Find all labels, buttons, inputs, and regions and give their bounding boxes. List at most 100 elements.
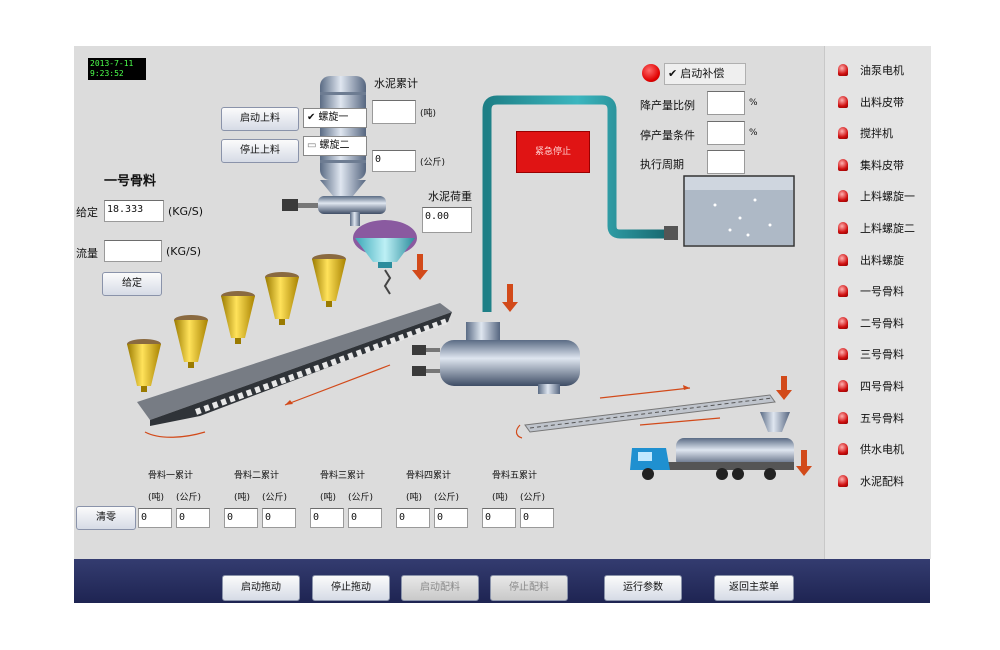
- bottom-button[interactable]: 启动拖动: [222, 575, 300, 601]
- status-item: 出料螺旋: [838, 250, 904, 270]
- ratio-unit: %: [749, 98, 758, 108]
- status-item: 四号骨料: [838, 376, 904, 396]
- checkmark-icon: ✔: [668, 67, 678, 80]
- status-item-label: 上料螺旋一: [860, 190, 915, 204]
- total-kg-unit: (公斤): [176, 493, 202, 503]
- screw1-checkbox[interactable]: ✔螺旋一: [303, 108, 367, 128]
- total-ton-unit: (吨): [148, 493, 165, 503]
- status-led-icon: [838, 348, 848, 361]
- total-ton-field[interactable]: 0: [310, 508, 344, 528]
- setpoint-label: 给定: [76, 206, 98, 219]
- start-feed-button[interactable]: 启动上料: [221, 107, 299, 131]
- status-led-icon: [838, 190, 848, 203]
- status-item-label: 出料螺旋: [860, 253, 904, 267]
- total-kg-field[interactable]: 0: [348, 508, 382, 528]
- status-item-label: 五号骨料: [860, 411, 904, 425]
- discharge-hopper: [760, 412, 790, 432]
- water-tank: [683, 175, 795, 247]
- status-led-icon: [838, 95, 848, 108]
- total-ton-field[interactable]: 0: [138, 508, 172, 528]
- screw-conveyor: [282, 196, 386, 226]
- total-ton-field[interactable]: 0: [224, 508, 258, 528]
- status-led-icon: [838, 380, 848, 392]
- period-field[interactable]: [707, 150, 745, 174]
- status-item-label: 三号骨料: [860, 348, 904, 362]
- status-item: 集料皮带: [838, 155, 904, 175]
- bottom-button[interactable]: 停止配料: [490, 575, 568, 601]
- cement-kg-unit: (公斤): [420, 158, 446, 168]
- bottom-button[interactable]: 返回主菜单: [714, 575, 794, 601]
- mixer-truck: [630, 438, 794, 480]
- bottom-button[interactable]: 停止拖动: [312, 575, 390, 601]
- total-ton-field[interactable]: 0: [482, 508, 516, 528]
- status-led-icon: [838, 285, 848, 298]
- weigh-hopper: [353, 220, 417, 268]
- clock-date: 2013-7-11: [90, 59, 134, 68]
- stop-feed-button[interactable]: 停止上料: [221, 139, 299, 163]
- cement-weight-field[interactable]: 0.00: [422, 207, 472, 233]
- bottom-button[interactable]: 启动配料: [401, 575, 479, 601]
- status-led-icon: [838, 316, 848, 329]
- apply-setpoint-button[interactable]: 给定: [102, 272, 162, 296]
- total-ton-field[interactable]: 0: [396, 508, 430, 528]
- mixer-tank: [412, 322, 580, 394]
- status-led-icon: [838, 64, 848, 76]
- status-item-label: 水泥配料: [860, 474, 904, 488]
- ratio-field[interactable]: [707, 91, 745, 115]
- screw2-checkbox[interactable]: ▭螺旋二: [303, 136, 367, 156]
- condition-label: 停产量条件: [640, 129, 695, 142]
- period-label: 执行周期: [640, 158, 684, 171]
- total-kg-field[interactable]: 0: [434, 508, 468, 528]
- bottom-button[interactable]: 运行参数: [604, 575, 682, 601]
- status-led-icon: [838, 158, 848, 171]
- total-kg-unit: (公斤): [348, 493, 374, 503]
- clear-totals-button[interactable]: 清零: [76, 506, 136, 530]
- water-pipe: [482, 95, 668, 312]
- clock-display: 2013-7-11 9:23:52: [88, 58, 146, 80]
- status-item-label: 集料皮带: [860, 158, 904, 172]
- total-group-title: 骨料三累计: [320, 471, 366, 481]
- compensation-checkbox[interactable]: ✔启动补偿: [664, 63, 746, 85]
- total-kg-field[interactable]: 0: [176, 508, 210, 528]
- total-ton-unit: (吨): [492, 493, 509, 503]
- cement-ton-field[interactable]: [372, 100, 416, 124]
- status-item: 出料皮带: [838, 92, 904, 112]
- status-item-label: 油泵电机: [860, 64, 904, 77]
- compensation-indicator-icon: [642, 64, 660, 82]
- cement-ton-unit: (吨): [420, 109, 437, 119]
- status-item: 五号骨料: [838, 408, 904, 428]
- cement-kg-field[interactable]: 0: [372, 150, 416, 172]
- status-item-label: 供水电机: [860, 443, 904, 457]
- flow-unit: (KG/S): [166, 245, 202, 258]
- total-ton-unit: (吨): [406, 493, 423, 503]
- flow-field[interactable]: [104, 240, 162, 262]
- clock-time: 9:23:52: [90, 69, 124, 78]
- total-kg-unit: (公斤): [262, 493, 288, 503]
- flow-label: 流量: [76, 247, 98, 260]
- cement-weight-title: 水泥荷重: [428, 190, 472, 203]
- status-item-label: 出料皮带: [860, 95, 904, 109]
- condition-unit: %: [749, 128, 758, 138]
- status-led-icon: [838, 474, 848, 487]
- setpoint-field[interactable]: 18.333: [104, 200, 164, 222]
- total-kg-field[interactable]: 0: [520, 508, 554, 528]
- total-ton-unit: (吨): [320, 493, 337, 503]
- process-panel: [74, 46, 824, 559]
- total-ton-unit: (吨): [234, 493, 251, 503]
- emergency-stop-button[interactable]: 紧急停止: [516, 131, 590, 173]
- belt-conveyor: [137, 303, 452, 438]
- status-led-icon: [838, 443, 848, 456]
- ratio-label: 降产量比例: [640, 99, 695, 112]
- total-group-title: 骨料五累计: [492, 471, 538, 481]
- status-item: 供水电机: [838, 439, 904, 459]
- aggregate-title: 一号骨料: [104, 174, 157, 189]
- status-item: 上料螺旋一: [838, 186, 915, 206]
- total-group-title: 骨料一累计: [148, 471, 194, 481]
- status-led-icon: [838, 411, 848, 424]
- condition-field[interactable]: [707, 121, 745, 145]
- status-led-icon: [838, 222, 848, 234]
- status-item: 一号骨料: [838, 281, 904, 301]
- status-item: 油泵电机: [838, 60, 904, 80]
- total-kg-field[interactable]: 0: [262, 508, 296, 528]
